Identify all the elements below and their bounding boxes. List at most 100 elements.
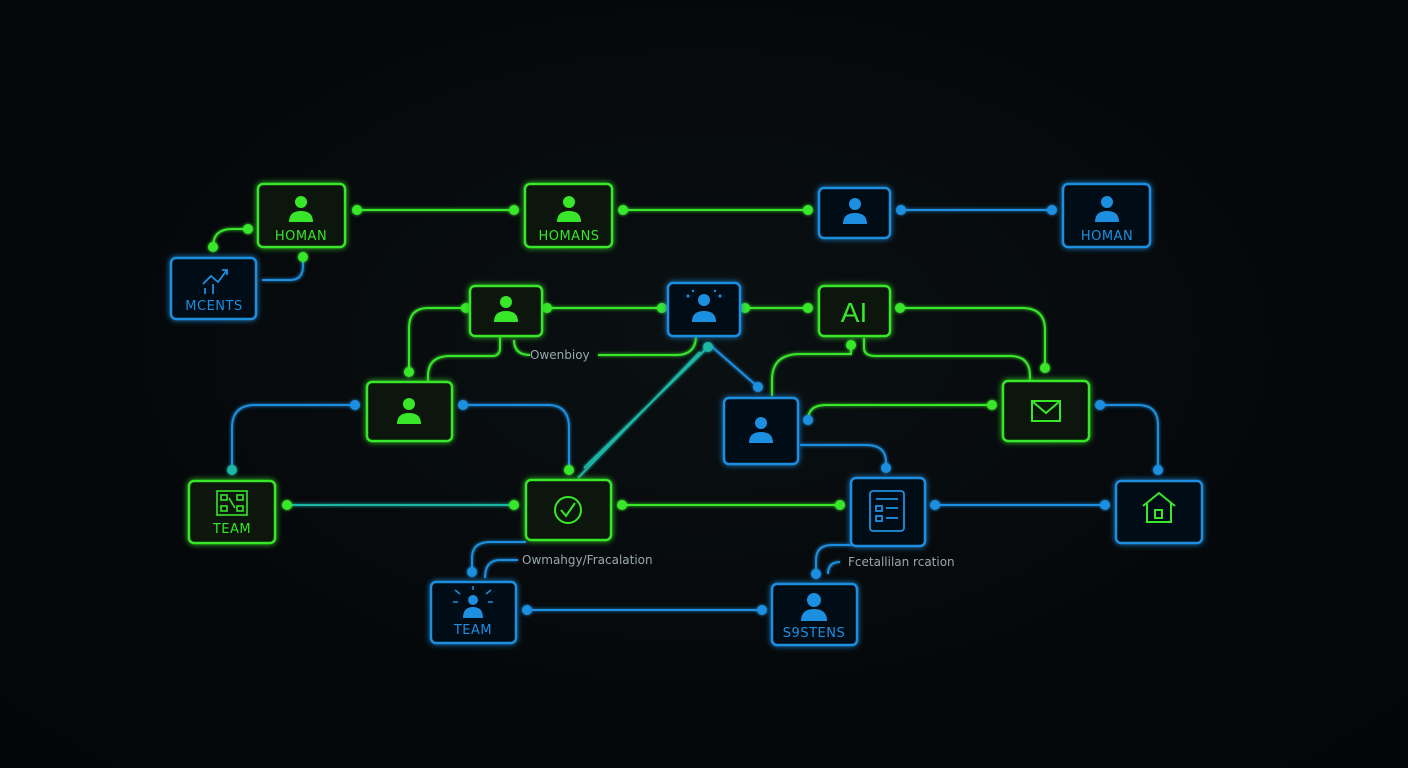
node-homan-1[interactable]: HOMAN bbox=[256, 182, 347, 249]
connector-dot bbox=[227, 465, 237, 475]
annotation-text: Owmahgy/Fracalation bbox=[522, 553, 653, 567]
connector-dot bbox=[564, 465, 574, 475]
home-icon bbox=[1142, 491, 1176, 523]
connector bbox=[484, 559, 518, 579]
connector-dot bbox=[1040, 363, 1050, 373]
connector bbox=[900, 307, 1046, 368]
connector-dot bbox=[753, 382, 763, 392]
person-icon bbox=[397, 398, 421, 424]
node-person-green-3[interactable] bbox=[365, 380, 454, 443]
connector bbox=[1100, 404, 1159, 470]
connector bbox=[598, 335, 697, 356]
node-home[interactable] bbox=[1114, 479, 1204, 545]
connector-dot bbox=[657, 303, 667, 313]
person-icon bbox=[494, 296, 518, 322]
connector-dot bbox=[846, 340, 856, 350]
node-label: S9STENS bbox=[783, 626, 845, 641]
connector-dot bbox=[208, 242, 218, 252]
node-team-green[interactable]: TEAM bbox=[187, 479, 277, 545]
node-agent-blue[interactable] bbox=[666, 281, 742, 338]
connector-dot bbox=[618, 205, 628, 215]
connector-dot bbox=[803, 415, 813, 425]
sparkle-person-icon bbox=[686, 289, 722, 322]
connector-dot bbox=[803, 205, 813, 215]
annotation-text: Fcetallilan rcation bbox=[848, 555, 955, 569]
connector bbox=[577, 351, 701, 479]
node-person-blue-top[interactable] bbox=[817, 186, 892, 240]
connector bbox=[262, 257, 304, 281]
connector-dot bbox=[740, 303, 750, 313]
check-icon bbox=[554, 496, 582, 524]
connector bbox=[815, 544, 852, 574]
node-ai[interactable]: AI bbox=[817, 284, 892, 338]
connector-dot bbox=[458, 400, 468, 410]
connector-dot bbox=[987, 400, 997, 410]
connector-dot bbox=[895, 303, 905, 313]
connector bbox=[231, 404, 355, 470]
node-check[interactable] bbox=[524, 478, 613, 542]
connector bbox=[513, 339, 531, 356]
node-homans[interactable]: HOMANS bbox=[523, 182, 614, 249]
connector-dot bbox=[617, 500, 627, 510]
connectors bbox=[212, 209, 1159, 611]
connector-dot bbox=[930, 500, 940, 510]
person-icon bbox=[289, 196, 313, 222]
person-icon bbox=[557, 196, 581, 222]
connector-dot bbox=[757, 605, 767, 615]
connector-dot bbox=[243, 224, 253, 234]
connector-dot bbox=[467, 567, 477, 577]
connector bbox=[709, 344, 759, 388]
node-team-blue[interactable]: TEAM bbox=[429, 580, 518, 645]
node-mcents[interactable]: MCENTS bbox=[169, 256, 258, 321]
ai-label: AI bbox=[841, 297, 867, 328]
node-label: HOMANS bbox=[538, 229, 599, 244]
connector-dot bbox=[282, 500, 292, 510]
connector bbox=[471, 541, 526, 572]
connector-dot bbox=[881, 463, 891, 473]
connector bbox=[463, 404, 570, 470]
connector-dot bbox=[350, 400, 360, 410]
connector-dot bbox=[298, 252, 308, 262]
person-icon bbox=[749, 417, 773, 443]
connector bbox=[408, 307, 466, 372]
mail-icon bbox=[1031, 400, 1061, 422]
document-icon bbox=[869, 490, 905, 532]
node-person-green-2[interactable] bbox=[468, 284, 544, 338]
connector-dot bbox=[461, 303, 471, 313]
node-label: TEAM bbox=[453, 623, 492, 638]
connector bbox=[807, 404, 992, 421]
person-icon bbox=[1095, 196, 1119, 222]
connector-dot bbox=[352, 205, 362, 215]
node-systems[interactable]: S9STENS bbox=[770, 582, 859, 647]
node-label: HOMAN bbox=[275, 229, 327, 244]
connector-dot bbox=[835, 500, 845, 510]
connector-dot bbox=[703, 342, 713, 352]
burst-person-icon bbox=[453, 586, 493, 618]
node-document[interactable] bbox=[849, 476, 927, 548]
connector-dot bbox=[509, 500, 519, 510]
connector-dot bbox=[1153, 465, 1163, 475]
connector-dot bbox=[509, 205, 519, 215]
connector bbox=[800, 444, 887, 468]
chart-icon bbox=[202, 269, 228, 294]
node-label: TEAM bbox=[212, 522, 251, 537]
node-person-blue-center[interactable] bbox=[722, 396, 800, 466]
person-icon bbox=[801, 593, 827, 621]
annotations: Owenbioy Owmahgy/Fracalation Fcetallilan… bbox=[522, 348, 955, 569]
connector bbox=[863, 338, 1031, 382]
connector-dot bbox=[896, 205, 906, 215]
connector-dot bbox=[803, 303, 813, 313]
connector-dot bbox=[1095, 400, 1105, 410]
person-icon bbox=[843, 198, 867, 224]
nodes: HOMAN HOMANS HOMAN bbox=[169, 182, 1204, 647]
node-homan-blue[interactable]: HOMAN bbox=[1061, 182, 1152, 249]
connector-dot bbox=[542, 303, 552, 313]
connector-dots bbox=[208, 205, 1163, 615]
node-label: HOMAN bbox=[1081, 229, 1133, 244]
connector-dot bbox=[1047, 205, 1057, 215]
connector bbox=[827, 561, 841, 575]
node-mail[interactable] bbox=[1001, 379, 1091, 443]
connector-dot bbox=[1100, 500, 1110, 510]
